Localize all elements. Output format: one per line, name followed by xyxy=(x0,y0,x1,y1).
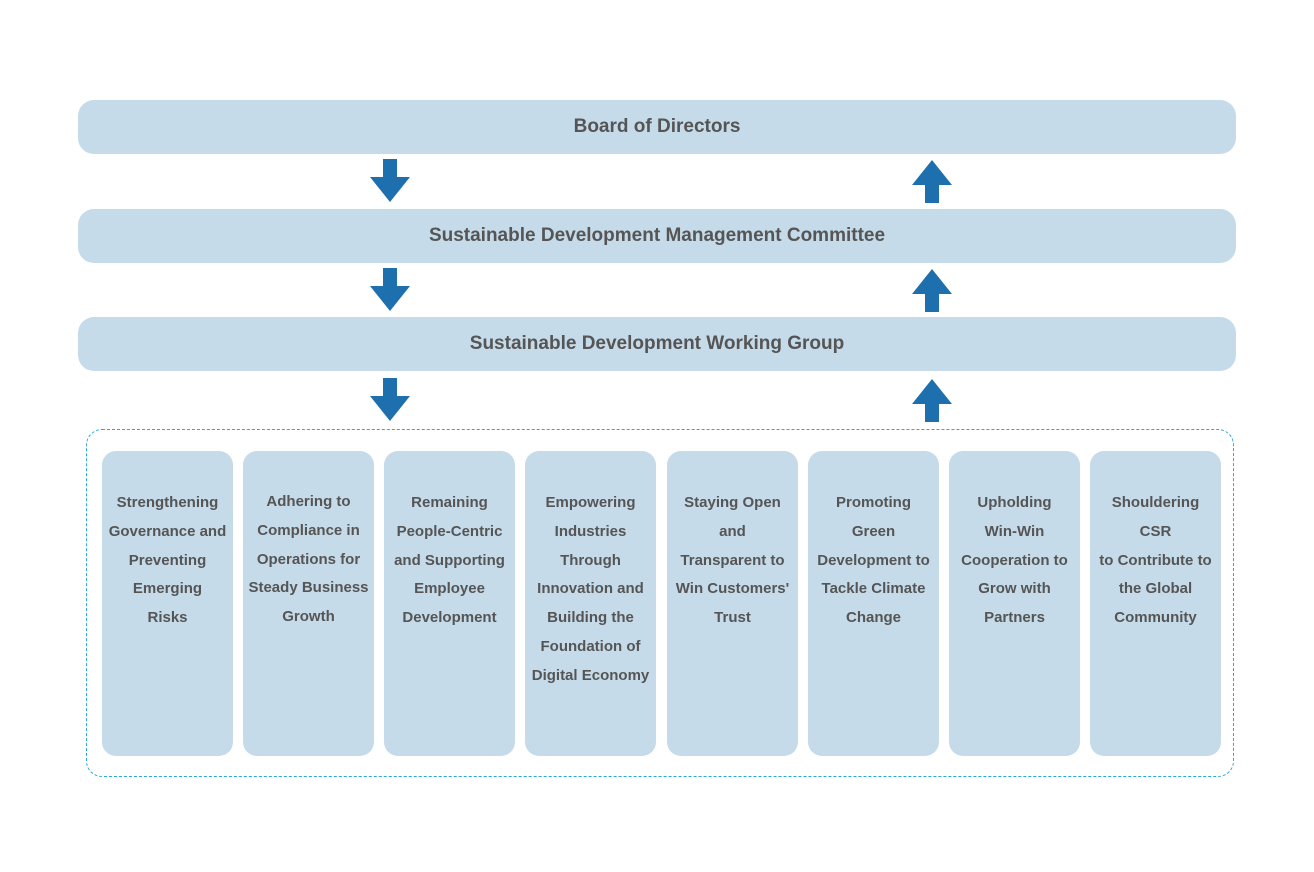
pillar-csr: Shouldering CSR to Contribute to the Glo… xyxy=(1090,451,1221,756)
management-committee-label: Sustainable Development Management Commi… xyxy=(428,225,886,246)
pillar-text-line: Shouldering xyxy=(1111,494,1200,511)
working-group-box: Sustainable Development Working Group xyxy=(78,317,1236,371)
pillar-text-line: Emerging xyxy=(132,580,203,598)
board-of-directors-label: Board of Directors xyxy=(573,116,741,137)
pillar-empowering-industries: Empowering Industries Through Innovation… xyxy=(525,451,656,756)
pillar-text-line: Empowering xyxy=(545,494,636,511)
pillar-text-line: Win-Win xyxy=(984,522,1045,540)
down-arrow-icon xyxy=(370,159,410,203)
pillar-text-line: Trust xyxy=(714,609,751,627)
pillar-text-line: Adhering to xyxy=(266,493,351,510)
pillar-compliance: Adhering to Compliance in Operations for… xyxy=(243,451,374,756)
pillar-text-line: to Contribute to xyxy=(1099,551,1212,569)
pillar-open-transparent: Staying Open and Transparent to Win Cust… xyxy=(667,451,798,756)
pillar-text-line: Partners xyxy=(984,609,1045,627)
pillar-text-line: Preventing xyxy=(128,551,207,569)
pillar-text-line: Development to xyxy=(817,551,930,569)
pillar-text-line: Tackle Climate xyxy=(821,580,926,598)
down-arrow-icon xyxy=(370,268,410,312)
pillar-green-development: Promoting Green Development to Tackle Cl… xyxy=(808,451,939,756)
up-arrow-icon xyxy=(912,268,952,312)
pillar-text-line: and Supporting xyxy=(394,551,505,569)
pillar-text-line: Risks xyxy=(147,609,188,627)
pillar-text-line: Upholding xyxy=(977,494,1052,511)
pillar-text-line: CSR xyxy=(1139,522,1172,540)
pillar-text-line: Win Customers' xyxy=(675,580,790,598)
pillar-text-line: Staying Open xyxy=(684,494,781,511)
pillar-text-line: Promoting xyxy=(836,494,911,511)
pillar-text-line: Strengthening xyxy=(116,494,219,511)
pillar-text-line: Growth xyxy=(282,608,335,626)
pillar-text-line: Industries xyxy=(554,522,627,540)
board-of-directors-box: Board of Directors xyxy=(78,100,1236,154)
pillar-text-line: Change xyxy=(845,609,901,627)
up-arrow-icon xyxy=(912,378,952,422)
management-committee-box: Sustainable Development Management Commi… xyxy=(78,209,1236,263)
pillar-text-line: Remaining xyxy=(411,494,488,511)
pillar-text-line: People-Centric xyxy=(396,522,503,540)
pillar-text-line: Operations for xyxy=(256,550,361,568)
pillar-text-line: Building the xyxy=(547,609,634,627)
pillar-text-line: Steady Business xyxy=(248,579,369,597)
pillar-text-line: Development xyxy=(402,609,497,627)
pillar-text-line: Green xyxy=(851,522,896,540)
pillar-text-line: Digital Economy xyxy=(531,666,650,684)
pillar-text-line: Community xyxy=(1114,609,1197,627)
pillar-win-win-cooperation: Upholding Win-Win Cooperation to Grow wi… xyxy=(949,451,1080,756)
up-arrow-icon xyxy=(912,159,952,203)
pillar-text-line: Transparent to xyxy=(680,551,785,569)
pillar-text-line: the Global xyxy=(1118,580,1193,598)
pillar-text-line: Through xyxy=(560,551,621,569)
pillar-people-centric: Remaining People-Centric and Supporting … xyxy=(384,451,515,756)
pillar-text-line: Foundation of xyxy=(540,637,641,655)
pillars-container xyxy=(86,429,1234,777)
pillar-text-line: Governance and xyxy=(108,522,227,540)
pillar-text-line: and xyxy=(719,522,746,540)
down-arrow-icon xyxy=(370,378,410,422)
pillar-text-line: Compliance in xyxy=(257,521,360,539)
pillar-text-line: Employee xyxy=(414,580,485,598)
pillar-governance: Strengthening Governance and Preventing … xyxy=(102,451,233,756)
pillar-text-line: Innovation and xyxy=(537,580,644,598)
pillar-text-line: Grow with xyxy=(978,580,1051,598)
pillar-text-line: Cooperation to xyxy=(961,551,1068,569)
working-group-label: Sustainable Development Working Group xyxy=(469,333,845,354)
